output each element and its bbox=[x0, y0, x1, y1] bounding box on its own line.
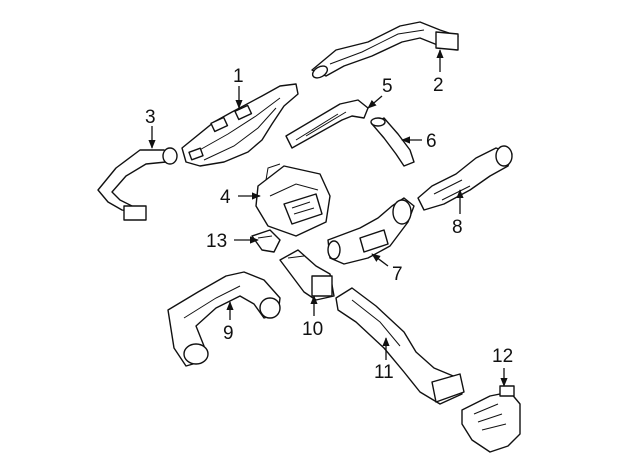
part-2-upper-duct bbox=[311, 21, 459, 79]
callout-10: 10 bbox=[302, 319, 323, 340]
callout-6: 6 bbox=[426, 131, 437, 152]
leader-5 bbox=[367, 95, 383, 109]
callout-8: 8 bbox=[452, 217, 463, 238]
callout-13: 13 bbox=[206, 231, 227, 252]
callout-3: 3 bbox=[145, 107, 156, 128]
part-12-bracket bbox=[461, 385, 521, 453]
part-4-housing bbox=[255, 163, 331, 237]
part-9-lower-duct bbox=[167, 271, 281, 367]
callout-12: 12 bbox=[492, 346, 513, 367]
callout-4: 4 bbox=[220, 187, 231, 208]
part-6-small-tube bbox=[370, 117, 415, 167]
callout-5: 5 bbox=[382, 76, 393, 97]
callout-9: 9 bbox=[223, 323, 234, 344]
part-11-long-duct bbox=[335, 287, 465, 405]
part-3-left-duct bbox=[97, 147, 178, 221]
callout-2: 2 bbox=[433, 75, 444, 96]
callout-7: 7 bbox=[392, 264, 403, 285]
part-13-clip bbox=[251, 229, 281, 253]
callout-11: 11 bbox=[374, 362, 394, 383]
callout-1: 1 bbox=[233, 66, 244, 87]
part-8-hose bbox=[417, 145, 513, 211]
part-1-main-duct bbox=[181, 83, 299, 167]
part-10-vertical-duct bbox=[279, 249, 335, 301]
leader-7 bbox=[371, 253, 389, 267]
part-5-thin-duct bbox=[285, 99, 369, 149]
part-7-center-duct bbox=[327, 197, 415, 265]
